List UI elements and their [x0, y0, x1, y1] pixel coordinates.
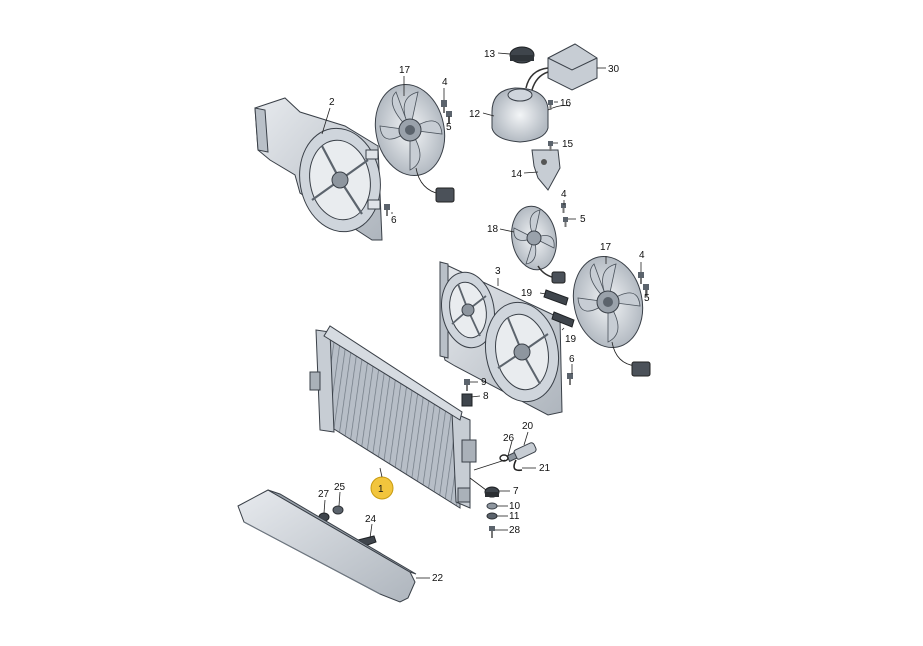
- callout-5-mid: 5: [580, 214, 586, 225]
- callout-9: 9: [481, 377, 487, 388]
- callout-4-upper: 4: [442, 77, 448, 88]
- callout-21: 21: [539, 463, 551, 474]
- callout-16: 16: [560, 98, 572, 109]
- callout-24: 24: [365, 514, 377, 525]
- rubber-mount-upper: [543, 289, 569, 306]
- callout-13: 13: [484, 49, 496, 60]
- screw-5-mid: [563, 217, 568, 227]
- callout-6-right: 6: [569, 354, 575, 365]
- callout-19-lower: 19: [565, 334, 577, 345]
- fan-motor-right: [572, 255, 651, 377]
- callout-labels: 1 2 3 4 4 4 5 5 5 6 6 7 8 9 10 11 12 13 …: [318, 49, 650, 584]
- nut-11: [486, 512, 498, 520]
- retaining-clip-21: [513, 459, 523, 472]
- leader-lines: [321, 52, 648, 579]
- callout-25: 25: [334, 482, 346, 493]
- screw-4-mid: [561, 203, 566, 213]
- fan-shroud-upper: [254, 97, 383, 241]
- expansion-tank: [491, 87, 571, 143]
- rubber-mount-lower: [551, 311, 575, 328]
- screw-9: [464, 379, 470, 391]
- callout-1: 1: [378, 484, 384, 495]
- callout-15: 15: [562, 139, 574, 150]
- level-sensor: [525, 43, 598, 91]
- callout-5-upper: 5: [446, 122, 452, 133]
- screw-16: [548, 100, 553, 110]
- callout-14: 14: [511, 169, 523, 180]
- callout-26: 26: [503, 433, 515, 444]
- rubber-bush-7: [484, 486, 500, 498]
- callout-27: 27: [318, 489, 330, 500]
- callout-11: 11: [509, 511, 520, 522]
- callout-2: 2: [329, 97, 335, 108]
- screw-4-right: [638, 272, 644, 284]
- fan-motor-upper: [374, 83, 455, 203]
- callout-4-mid: 4: [561, 189, 567, 200]
- callout-22: 22: [432, 573, 444, 584]
- nut-25: [332, 505, 344, 515]
- bolt-28: [489, 526, 495, 538]
- callout-10: 10: [509, 501, 521, 512]
- callout-28: 28: [509, 525, 521, 536]
- bracket-8: [461, 393, 473, 407]
- tank-bracket: [531, 149, 561, 191]
- callout-4-right: 4: [639, 250, 645, 261]
- callout-17-upper: 17: [399, 65, 411, 76]
- callout-5-right: 5: [644, 293, 650, 304]
- screw-15: [548, 141, 553, 151]
- screw-6-right: [567, 373, 573, 385]
- tank-cap: [509, 46, 535, 64]
- o-ring-26: [499, 454, 509, 462]
- air-duct: [237, 489, 417, 603]
- radiator: [309, 325, 477, 509]
- screw-6-upper: [384, 204, 390, 216]
- callout-7: 7: [513, 486, 519, 497]
- callout-18: 18: [487, 224, 499, 235]
- callout-20: 20: [522, 421, 534, 432]
- callout-6-upper: 6: [391, 215, 397, 226]
- callout-12: 12: [469, 109, 481, 120]
- fan-motor-small: [511, 205, 566, 284]
- washer-10: [486, 502, 498, 510]
- screw-5-right: [643, 284, 649, 296]
- temperature-sensor: [506, 442, 537, 463]
- fan-shroud-main: [439, 261, 563, 416]
- callout-30: 30: [608, 64, 620, 75]
- callout-19-upper: 19: [521, 288, 533, 299]
- callout-3: 3: [495, 266, 501, 277]
- callout-17-right: 17: [600, 242, 612, 253]
- callout-8: 8: [483, 391, 489, 402]
- screw-4-upper: [441, 100, 447, 113]
